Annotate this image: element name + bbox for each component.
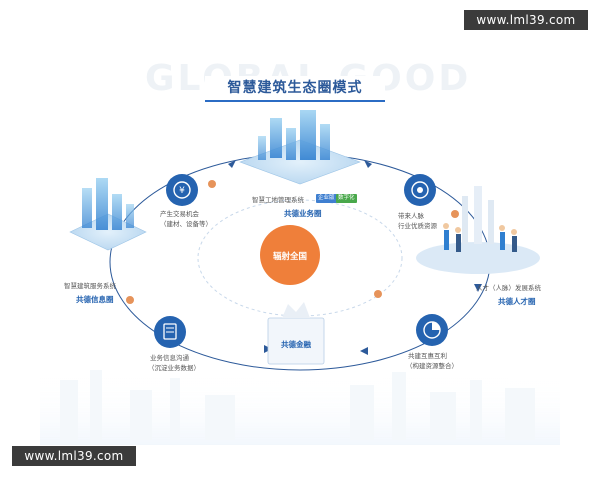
top-node-caption: 智慧工地管理系统 xyxy=(252,196,304,204)
top-node-title: 共德业务圈 xyxy=(284,209,322,218)
top-city-illustration xyxy=(239,110,361,185)
pie-chart-icon xyxy=(416,314,448,346)
ring-arrow-right-side xyxy=(474,284,482,292)
svg-text:¥: ¥ xyxy=(179,186,185,196)
yuan-coin-icon: ¥ xyxy=(166,174,198,206)
left-city-illustration xyxy=(69,178,147,251)
refresh-cycle-icon xyxy=(404,174,436,206)
process-upper-right-line2: 行业优质资源 xyxy=(398,222,437,230)
process-lower-left-line2: （沉淀业务数据） xyxy=(148,364,200,372)
right-node-caption: 人才（人脉）发展系统 xyxy=(476,284,541,292)
process-upper-left-line2: （建材、设备等） xyxy=(160,220,212,228)
center-label: 辐射全国 xyxy=(272,252,307,262)
document-check-icon xyxy=(154,316,186,348)
accent-dot xyxy=(451,210,459,218)
process-lower-left-line1: 业务信息沟通 xyxy=(150,354,189,362)
skyline-background xyxy=(40,370,560,445)
right-people-illustration xyxy=(416,186,540,274)
ring-arrow-top xyxy=(228,160,236,168)
accent-dot xyxy=(126,296,134,304)
ring-arrow-bottom-right xyxy=(360,347,368,355)
process-lower-right-line1: 共建互惠互利 xyxy=(408,352,447,360)
right-node-title: 共德人才圈 xyxy=(498,297,536,306)
top-node-tag-1: 企业版 xyxy=(316,194,337,203)
top-node-tag-2: 数字化 xyxy=(336,194,357,203)
bottom-finance-box xyxy=(267,302,325,365)
process-upper-left-line1: 产生交易机会 xyxy=(160,210,199,218)
title-banner: 智慧建筑生态圈模式 xyxy=(205,76,385,102)
bottom-node-title: 共德金融 xyxy=(281,340,311,349)
process-lower-right-line2: （构建资源整合） xyxy=(406,362,458,370)
accent-dot xyxy=(374,290,382,298)
center-circle xyxy=(260,225,320,285)
diagram-title: 智慧建筑生态圈模式 xyxy=(227,80,363,96)
watermark-top: www.lml39.com xyxy=(464,10,588,30)
ring-arrow-right xyxy=(364,160,372,168)
accent-dot xyxy=(208,180,216,188)
left-node-caption: 智慧建筑服务系统 xyxy=(64,282,116,290)
left-node-title: 共德信息圈 xyxy=(76,295,114,304)
process-upper-right-line1: 带来人脉 xyxy=(398,212,424,220)
watermark-bottom: www.lml39.com xyxy=(12,446,136,466)
